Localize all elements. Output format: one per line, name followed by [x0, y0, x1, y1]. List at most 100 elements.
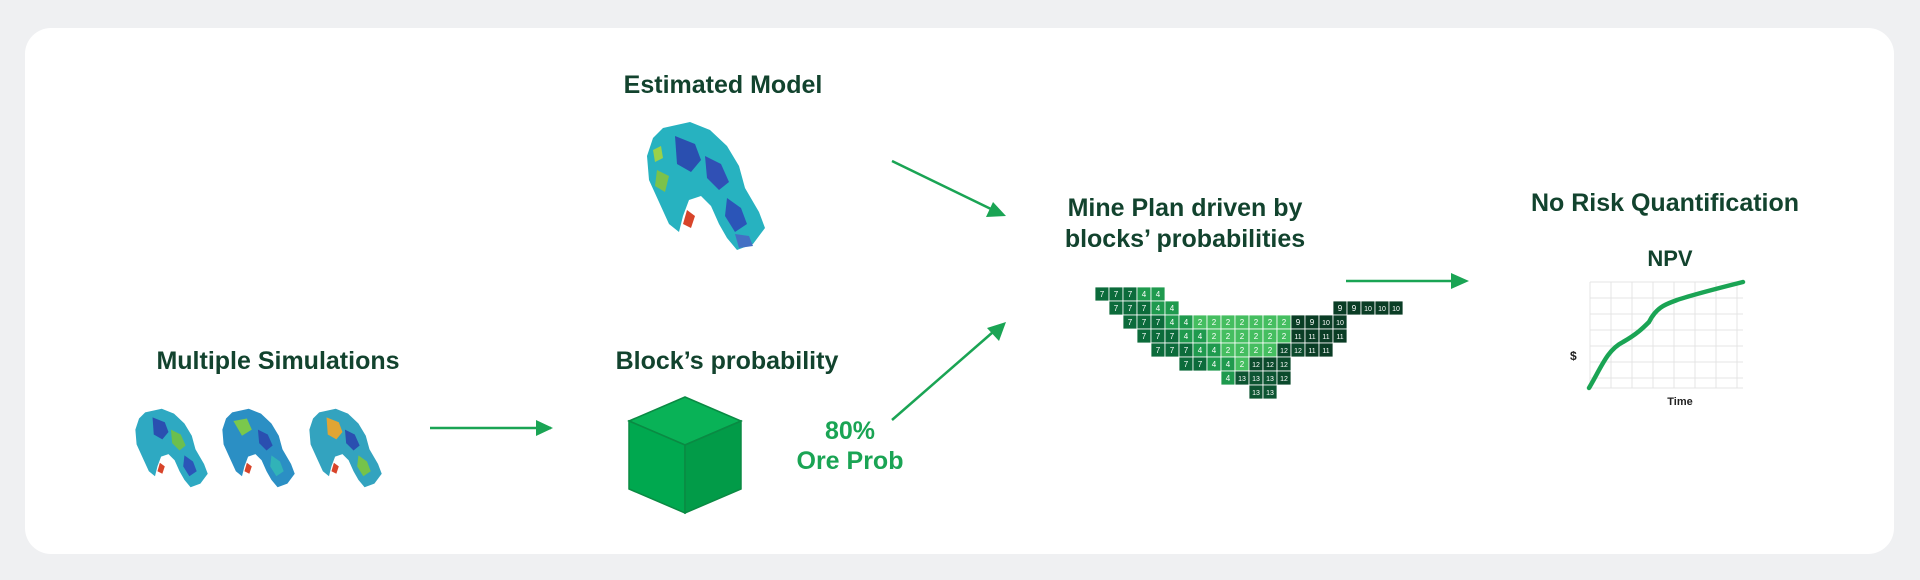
grid-block-label: 4 — [1170, 304, 1175, 313]
estimated-model-title: Estimated Model — [623, 71, 823, 99]
grid-block-label: 2 — [1282, 332, 1287, 341]
arrow-estimated-to-mineplan — [891, 159, 994, 212]
grid-block-label: 13 — [1252, 390, 1260, 397]
grid-block-label: 7 — [1142, 318, 1147, 327]
grid-block-label: 10 — [1392, 306, 1400, 313]
grid-block-label: 9 — [1352, 304, 1357, 313]
grid-block-label: 2 — [1240, 360, 1245, 369]
grid-block-label: 10 — [1336, 320, 1344, 327]
simulation-map-icon-3 — [309, 408, 382, 488]
estimated-model-map-icon — [647, 122, 765, 250]
grid-block-label: 11 — [1308, 348, 1315, 355]
grid-block-label: 11 — [1308, 334, 1315, 341]
grid-block-label: 7 — [1156, 318, 1161, 327]
npv-grid — [1589, 281, 1743, 389]
npv-y-axis-label: $ — [1570, 349, 1577, 363]
npv-title: NPV — [1647, 246, 1693, 271]
npv-chart: $ Time — [1570, 279, 1746, 408]
grid-block-label: 11 — [1294, 334, 1301, 341]
grid-block-label: 7 — [1184, 360, 1189, 369]
arrowhead-1 — [536, 420, 553, 436]
grid-block-label: 4 — [1184, 332, 1189, 341]
grid-block-label: 2 — [1240, 318, 1245, 327]
grid-block-label: 4 — [1156, 290, 1161, 299]
grid-block-label: 11 — [1336, 334, 1343, 341]
grid-block-label: 9 — [1338, 304, 1343, 313]
grid-block-label: 7 — [1198, 360, 1203, 369]
arrowhead-3 — [987, 322, 1006, 341]
grid-block-label: 2 — [1240, 332, 1245, 341]
grid-block-label: 7 — [1184, 346, 1189, 355]
grid-block-label: 13 — [1266, 390, 1274, 397]
grid-block-label: 4 — [1212, 346, 1217, 355]
grid-block-label: 4 — [1198, 332, 1203, 341]
grid-block-label: 12 — [1280, 362, 1288, 369]
mine-plan-title: Mine Plan driven by blocks’ probabilitie… — [1064, 194, 1306, 253]
diagram-card: Estimated Model Multiple Simulations Blo… — [25, 28, 1894, 554]
grid-block-label: 7 — [1100, 290, 1105, 299]
grid-block-label: 2 — [1212, 332, 1217, 341]
grid-block-label: 7 — [1128, 290, 1133, 299]
arrow-probability-to-mineplan — [891, 331, 994, 421]
grid-block-label: 13 — [1238, 376, 1246, 383]
grid-block-label: 7 — [1156, 346, 1161, 355]
grid-block — [1276, 370, 1292, 386]
npv-line — [1586, 279, 1746, 391]
grid-block-label: 12 — [1266, 362, 1274, 369]
grid-block-label: 2 — [1268, 332, 1273, 341]
grid-block-label: 12 — [1252, 362, 1260, 369]
grid-block-label: 7 — [1170, 332, 1175, 341]
grid-block-label: 2 — [1254, 332, 1259, 341]
grid-block-label: 2 — [1198, 318, 1203, 327]
grid-block-label: 4 — [1226, 374, 1231, 383]
grid-block-label: 12 — [1294, 348, 1302, 355]
grid-block-label: 2 — [1268, 346, 1273, 355]
simulation-map-icon-2 — [222, 408, 295, 488]
grid-block-label: 7 — [1114, 290, 1119, 299]
ore-prob-value: 80% — [824, 417, 876, 445]
grid-block-label: 10 — [1322, 320, 1330, 327]
multiple-simulations-title: Multiple Simulations — [156, 347, 400, 375]
grid-block-label: 2 — [1254, 346, 1259, 355]
grid-block-label: 12 — [1280, 376, 1288, 383]
npv-x-axis-label: Time — [1667, 396, 1692, 408]
arrowhead-4 — [1451, 273, 1469, 289]
grid-block-label: 9 — [1296, 318, 1301, 327]
grid-block-label: 7 — [1142, 304, 1147, 313]
grid-block-label: 2 — [1254, 318, 1259, 327]
arrows-layer — [430, 159, 1469, 436]
grid-block-label: 2 — [1226, 318, 1231, 327]
grid-block-label: 2 — [1226, 332, 1231, 341]
grid-block — [1262, 384, 1278, 400]
grid-block-label: 7 — [1114, 304, 1119, 313]
arrowhead-2 — [986, 202, 1006, 217]
grid-block-label: 13 — [1252, 376, 1260, 383]
grid-block-label: 13 — [1266, 376, 1274, 383]
grid-block-label: 4 — [1198, 346, 1203, 355]
grid-block-label: 7 — [1170, 346, 1175, 355]
grid-block-label: 7 — [1128, 304, 1133, 313]
grid-block-label: 2 — [1212, 318, 1217, 327]
grid-block-label: 9 — [1310, 318, 1315, 327]
grid-block-label: 10 — [1364, 306, 1372, 313]
grid-block-label: 4 — [1170, 318, 1175, 327]
grid-block — [1332, 328, 1348, 344]
grid-block-label: 2 — [1240, 346, 1245, 355]
grid-block-label: 7 — [1142, 332, 1147, 341]
grid-block-label: 11 — [1322, 348, 1329, 355]
cube-icon — [627, 396, 743, 515]
grid-block-label: 2 — [1282, 318, 1287, 327]
grid-block-label: 7 — [1156, 332, 1161, 341]
grid-block — [1388, 300, 1404, 316]
grid-block-label: 2 — [1268, 318, 1273, 327]
grid-block-label: 7 — [1128, 318, 1133, 327]
grid-block-label: 2 — [1226, 346, 1231, 355]
grid-block-label: 4 — [1142, 290, 1147, 299]
grid-block-label: 10 — [1378, 306, 1386, 313]
ore-prob-label: Ore Prob — [796, 447, 904, 475]
grid-block-label: 4 — [1184, 318, 1189, 327]
grid-block-label: 4 — [1156, 304, 1161, 313]
no-risk-title: No Risk Quantification — [1530, 189, 1800, 217]
grid-block-label: 11 — [1322, 334, 1329, 341]
